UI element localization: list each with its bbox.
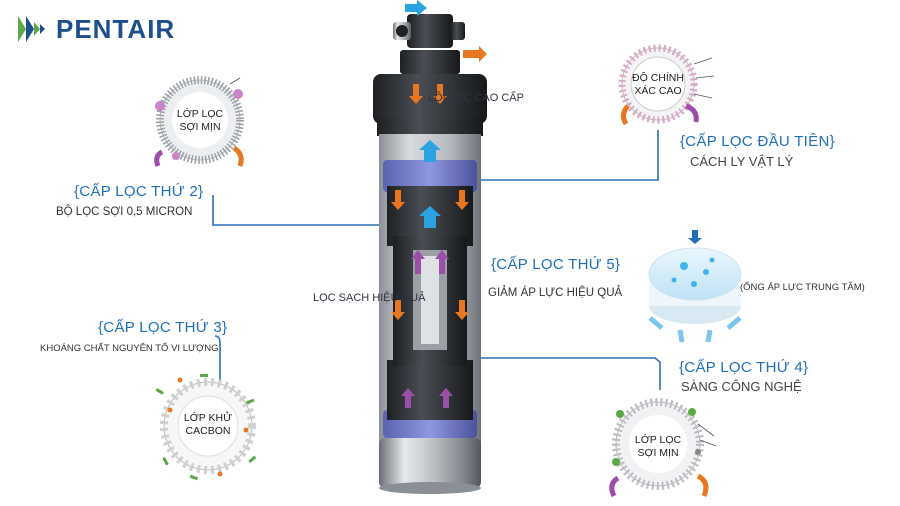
filter-housing (373, 0, 487, 494)
brand-header: PENTAIR (16, 12, 175, 46)
clean-filter-label: LỌC SẠCH HIỆU QUẢ (313, 292, 426, 304)
stage3-circle-diagram (155, 374, 257, 481)
filter-core-label: LÕI LỌC CAO CẤP (428, 92, 524, 104)
stage2-title: {CẤP LỌC THỨ 2} (74, 183, 204, 200)
stage1-circle-diagram (618, 44, 715, 126)
stage5-pressure-tube-diagram (648, 230, 742, 343)
stage2-circle-diagram (154, 76, 244, 167)
stage1-subtitle: CÁCH LY VẬT LÝ (690, 154, 794, 169)
stage5-title: {CẤP LỌC THỨ 5} (491, 256, 621, 273)
stage5-subtitle: GIẢM ÁP LỰC HIỆU QUẢ (488, 287, 623, 299)
brand-name: PENTAIR (56, 13, 176, 44)
stage4-subtitle: SÀNG CÔNG NGHỆ (681, 379, 802, 394)
stage2-circle-label: LỚP LỌC SỢI MỊN (176, 108, 224, 133)
stage1-title: {CẤP LỌC ĐẦU TIÊN} (680, 133, 835, 150)
pentair-logo-icon (18, 16, 45, 42)
stage5-side-note: (ỐNG ÁP LỰC TRUNG TÂM) (740, 282, 865, 293)
stage2-subtitle: BỘ LỌC SỢI 0,5 MICRON (56, 206, 193, 218)
stage4-title: {CẤP LỌC THỨ 4} (679, 359, 809, 376)
stage3-circle-label: LỚP KHỬ CACBON (183, 412, 233, 437)
stage3-subtitle: KHOÁNG CHẤT NGUYÊN TỐ VI LƯỢNG (40, 343, 219, 354)
stage4-circle-label: LỚP LỌC SỢI MỊN (634, 434, 682, 459)
stage4-circle-diagram (609, 398, 717, 498)
stage1-circle-label: ĐỘ CHÍNH XÁC CAO (632, 72, 684, 97)
stage3-title: {CẤP LỌC THỨ 3} (98, 319, 228, 336)
